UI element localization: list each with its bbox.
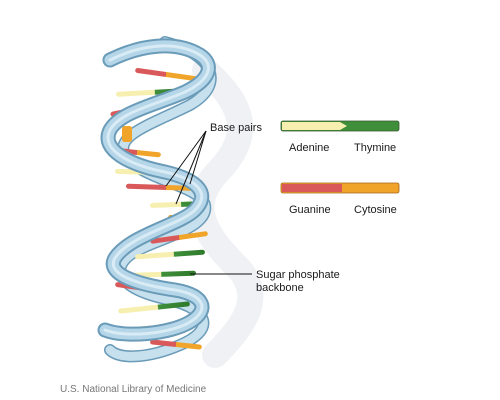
credit-text: U.S. National Library of Medicine	[60, 384, 207, 395]
base-pair-gc	[135, 68, 197, 81]
backbone-front-strand	[97, 38, 216, 342]
backbone-label: Sugar phosphate backbone	[256, 269, 340, 295]
guanine-label: Guanine	[289, 204, 331, 216]
base-pair-at	[135, 249, 205, 260]
base-pair-gc	[150, 339, 202, 350]
base-pairs-leader-2	[175, 130, 207, 205]
base-pair-at	[116, 88, 186, 97]
backbone-label-line1: Sugar phosphate	[256, 269, 340, 281]
legend-gc-bar	[280, 182, 400, 194]
base-pair-at	[122, 126, 132, 142]
backbone-label-line2: backbone	[256, 282, 304, 294]
cytosine-label: Cytosine	[354, 204, 397, 216]
legend-at-bar	[280, 120, 400, 132]
backbone-back-strand	[104, 36, 217, 363]
base-pair-at	[118, 301, 190, 314]
thymine-label: Thymine	[354, 142, 397, 154]
base-pairs-leader-1	[165, 130, 207, 187]
adenine-label: Adenine	[289, 142, 330, 154]
base-pair-gc	[150, 231, 208, 244]
leader-lines	[165, 130, 252, 275]
base-pairs-leader-3	[189, 130, 207, 185]
base-pairs-label: Base pairs	[210, 122, 262, 134]
base-pair-gc	[126, 183, 206, 192]
